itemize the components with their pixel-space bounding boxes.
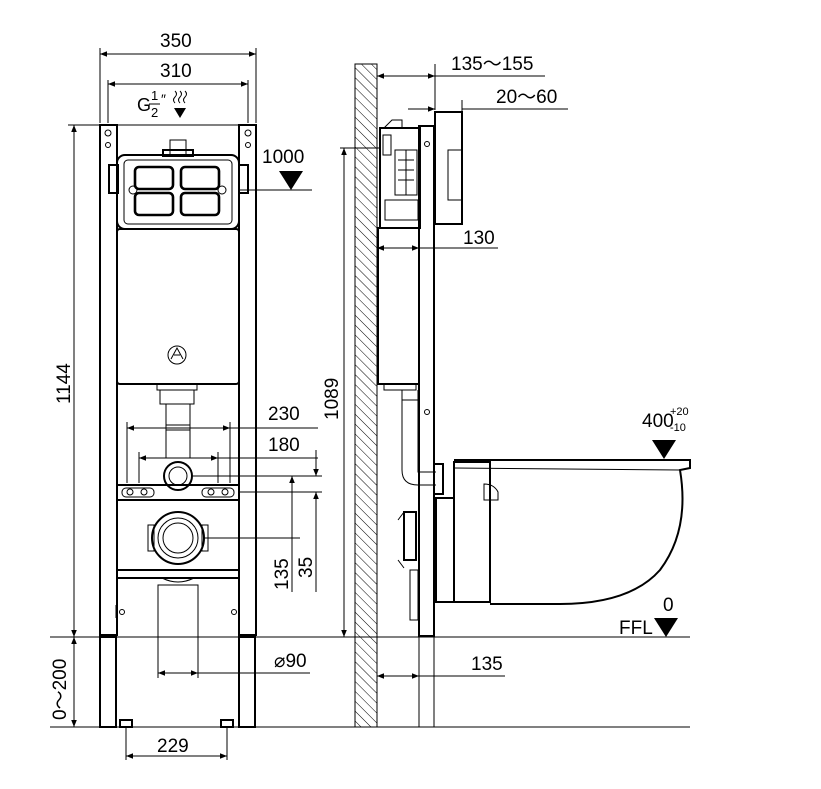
water-wave-icon bbox=[173, 90, 187, 104]
inlet-numerator: 1 bbox=[151, 88, 158, 103]
dim-230: 230 bbox=[268, 404, 300, 425]
ffl-label: FFL bbox=[619, 618, 653, 639]
front-view bbox=[99, 124, 257, 728]
dim-35: 35 bbox=[296, 557, 317, 578]
inlet-quote: ″ bbox=[161, 91, 166, 107]
dim-350: 350 bbox=[160, 31, 192, 52]
dim-180: 180 bbox=[268, 435, 300, 456]
dim-seat-height: 400 bbox=[642, 411, 674, 432]
dim-diameter-90: ⌀90 bbox=[274, 651, 307, 672]
inlet-denominator: 2 bbox=[151, 105, 158, 120]
side-view bbox=[354, 63, 691, 728]
dim-1144: 1144 bbox=[54, 363, 75, 404]
level-zero: 0 bbox=[663, 595, 674, 616]
front-dimensions bbox=[68, 48, 322, 760]
dim-130: 130 bbox=[463, 228, 495, 249]
side-dimensions bbox=[340, 64, 690, 679]
water-inlet-mark: G 1 2 ″ bbox=[137, 88, 187, 120]
dim-229: 229 bbox=[157, 736, 189, 757]
dim-seat-tolerance-minus: -10 bbox=[670, 422, 686, 434]
inlet-g: G bbox=[137, 95, 151, 115]
dim-135-side: 135 bbox=[471, 654, 503, 675]
dim-1000: 1000 bbox=[262, 147, 304, 168]
dimension-labels: 350 310 1000 1144 230 180 135 35 ⌀90 229… bbox=[50, 31, 689, 757]
dim-135-155: 135～155 bbox=[451, 54, 533, 75]
dim-20-60: 20～60 bbox=[496, 87, 557, 108]
dim-0-200: 0～200 bbox=[50, 659, 71, 720]
dim-1089: 1089 bbox=[322, 378, 343, 420]
dim-310: 310 bbox=[160, 61, 192, 82]
dim-seat-tolerance-plus: +20 bbox=[670, 406, 689, 418]
dim-135-front: 135 bbox=[272, 558, 293, 590]
